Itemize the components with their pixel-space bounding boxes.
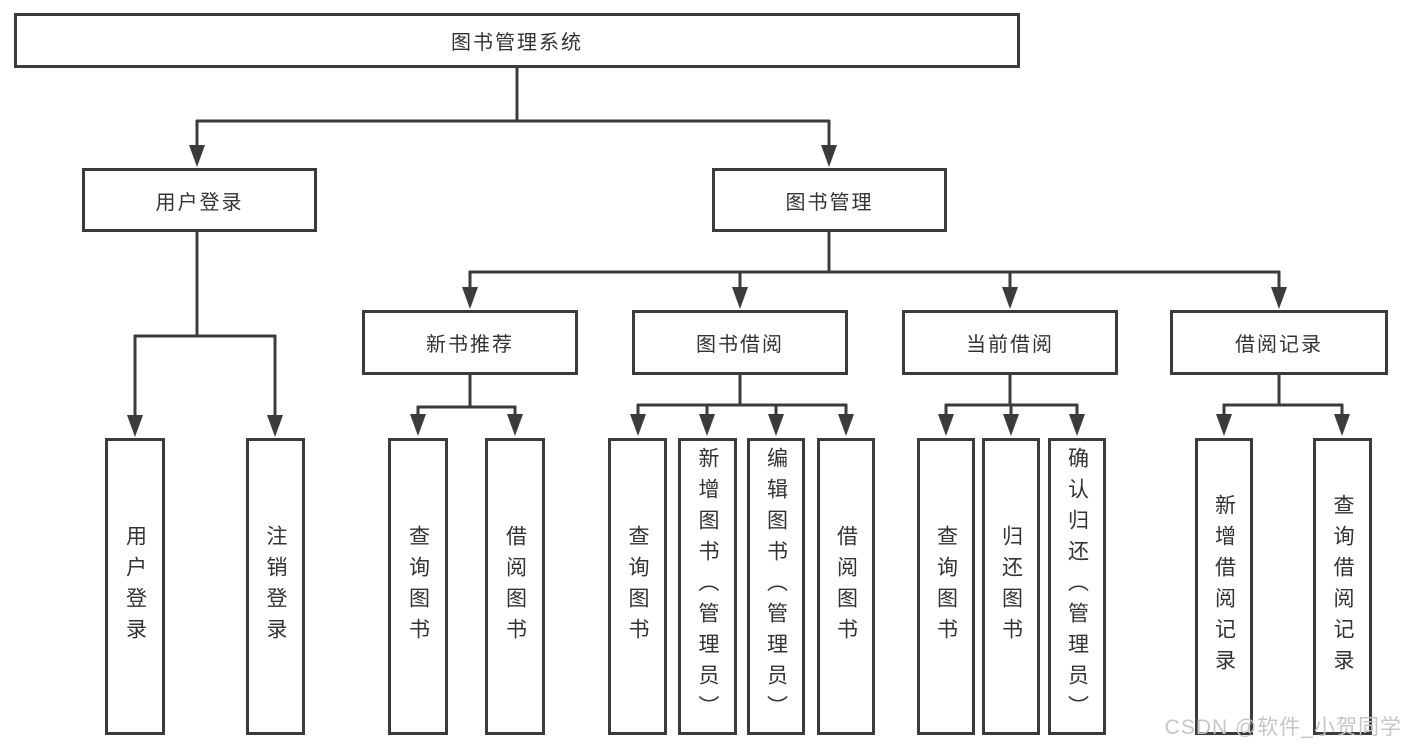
leaf-query-borrow-record: 查询借阅记录 bbox=[1313, 438, 1372, 735]
arrow-icon bbox=[507, 414, 523, 436]
arrow-icon bbox=[410, 414, 426, 436]
leaf-return-books: 归还图书 bbox=[982, 438, 1040, 735]
node-borrow-records: 借阅记录 bbox=[1170, 310, 1388, 375]
leaf-label: 新增借阅记录 bbox=[1212, 493, 1236, 680]
arrow-icon bbox=[1334, 414, 1350, 436]
arrow-icon bbox=[1002, 287, 1018, 309]
leaf-logout: 注销登录 bbox=[246, 438, 305, 735]
leaf-add-borrow-record: 新增借阅记录 bbox=[1195, 438, 1253, 735]
leaf-label: 注销登录 bbox=[264, 524, 287, 649]
arrow-icon bbox=[1069, 414, 1085, 436]
node-book-borrow: 图书借阅 bbox=[632, 310, 848, 375]
arrow-icon bbox=[127, 415, 143, 437]
leaf-borrow-books-recommend: 借阅图书 bbox=[485, 438, 545, 735]
arrow-icon bbox=[821, 145, 837, 167]
arrow-icon bbox=[938, 414, 954, 436]
leaf-label: 编辑图书（管理员） bbox=[764, 447, 788, 726]
leaf-user-login: 用户登录 bbox=[105, 438, 165, 735]
node-book-management: 图书管理 bbox=[712, 168, 947, 232]
connector-paths bbox=[133, 68, 1344, 418]
arrow-icon bbox=[768, 414, 784, 436]
leaf-query-books-borrow: 查询图书 bbox=[608, 438, 667, 735]
leaf-label: 借阅图书 bbox=[503, 524, 527, 649]
arrow-icon bbox=[838, 414, 854, 436]
leaf-confirm-return-admin: 确认归还（管理员） bbox=[1048, 438, 1106, 735]
arrowheads bbox=[127, 145, 1350, 437]
arrow-icon bbox=[732, 287, 748, 309]
leaf-label: 确认归还（管理员） bbox=[1065, 447, 1089, 726]
arrow-icon bbox=[630, 414, 646, 436]
node-root-title: 图书管理系统 bbox=[14, 13, 1020, 68]
leaf-label: 借阅图书 bbox=[834, 524, 858, 649]
node-new-book-recommend: 新书推荐 bbox=[362, 310, 578, 375]
arrow-icon bbox=[1216, 414, 1232, 436]
leaf-label: 用户登录 bbox=[123, 524, 147, 649]
leaf-label: 查询图书 bbox=[626, 524, 649, 649]
leaf-query-books-recommend: 查询图书 bbox=[388, 438, 448, 735]
leaf-label: 查询图书 bbox=[406, 524, 430, 649]
leaf-label: 查询借阅记录 bbox=[1331, 493, 1354, 680]
leaf-add-books-admin: 新增图书（管理员） bbox=[678, 438, 737, 735]
leaf-label: 新增图书（管理员） bbox=[696, 447, 719, 726]
leaf-label: 归还图书 bbox=[999, 524, 1023, 649]
node-user-login: 用户登录 bbox=[82, 168, 317, 232]
leaf-label: 查询图书 bbox=[934, 524, 958, 649]
arrow-icon bbox=[189, 145, 205, 167]
leaf-edit-books-admin: 编辑图书（管理员） bbox=[747, 438, 805, 735]
node-current-borrow: 当前借阅 bbox=[902, 310, 1118, 375]
arrow-icon bbox=[267, 415, 283, 437]
arrow-icon bbox=[1271, 287, 1287, 309]
arrow-icon bbox=[699, 414, 715, 436]
arrow-icon bbox=[1003, 414, 1019, 436]
arrow-icon bbox=[462, 287, 478, 309]
leaf-borrow-books: 借阅图书 bbox=[817, 438, 875, 735]
leaf-query-books-current: 查询图书 bbox=[917, 438, 975, 735]
